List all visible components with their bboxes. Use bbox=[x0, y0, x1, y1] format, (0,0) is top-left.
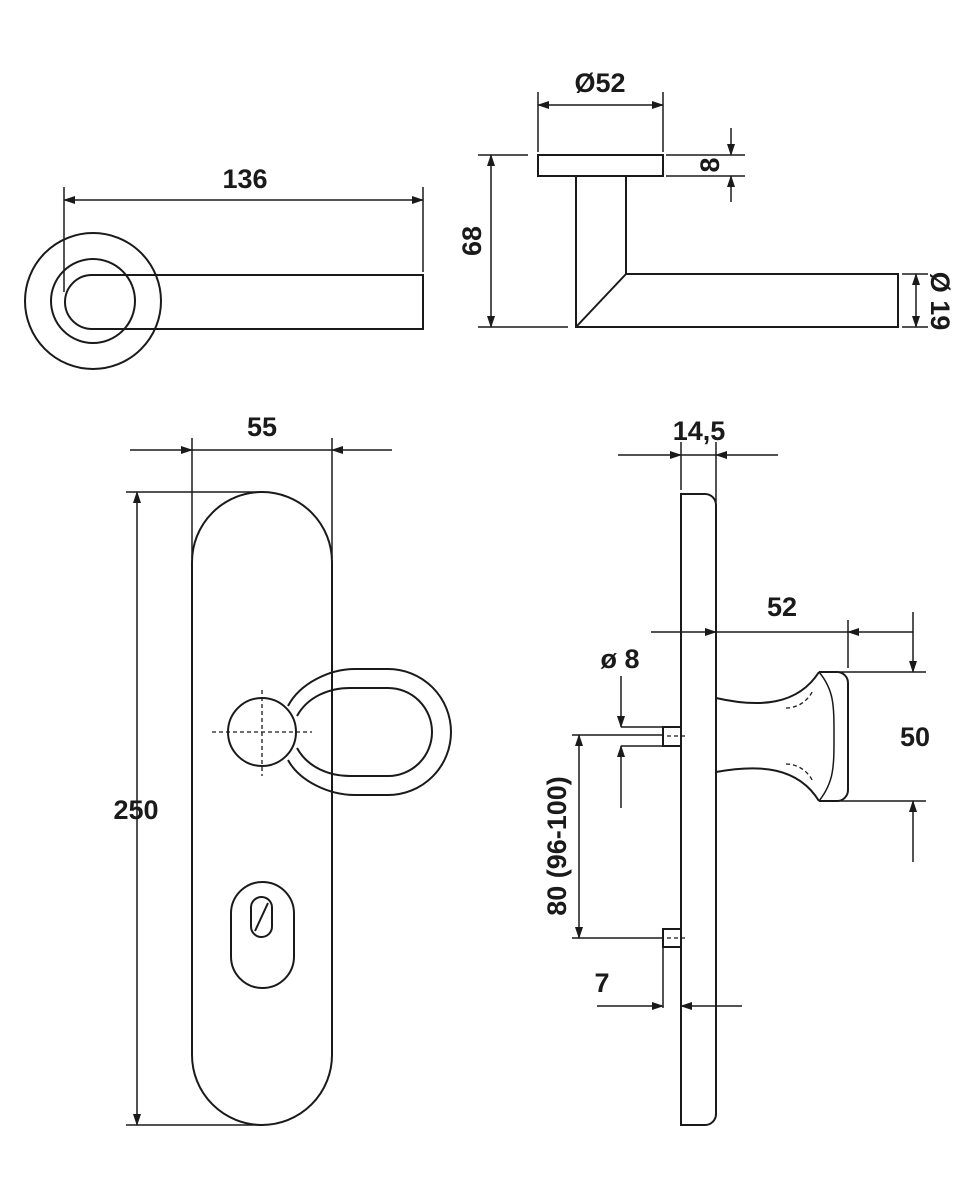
knob-projection-label: 52 bbox=[767, 592, 797, 622]
lever-diameter-label: Ø 19 bbox=[925, 272, 955, 331]
plate-height-label: 250 bbox=[113, 795, 158, 825]
knob-projection-dimension: 52 bbox=[651, 592, 913, 668]
knob-diameter-label: 50 bbox=[900, 722, 930, 752]
pin-diameter-label: ø 8 bbox=[600, 644, 639, 674]
pin-diameter-dimension: ø 8 bbox=[600, 644, 663, 808]
plate-thickness-label: 14,5 bbox=[673, 416, 726, 446]
lever-side-view bbox=[537, 154, 899, 328]
rose-thickness-label: 8 bbox=[695, 157, 725, 172]
plate-side-view bbox=[662, 493, 849, 1126]
rose-diameter-dimension: Ø52 bbox=[537, 68, 664, 152]
lever-height-label: 68 bbox=[457, 226, 487, 256]
rose-diameter-label: Ø52 bbox=[574, 68, 625, 98]
pin-length-label: 7 bbox=[594, 968, 609, 998]
lever-height-dimension: 68 bbox=[457, 154, 568, 328]
pin-length-dimension: 7 bbox=[594, 968, 742, 1020]
lever-top-view bbox=[24, 232, 424, 370]
plate-front-view bbox=[191, 491, 452, 1126]
lever-length-dimension: 136 bbox=[63, 164, 424, 292]
lever-length-label: 136 bbox=[222, 164, 267, 194]
plate-height-dimension: 250 bbox=[113, 491, 262, 1126]
plate-width-dimension: 55 bbox=[130, 412, 392, 558]
rose-thickness-dimension: 8 bbox=[666, 128, 745, 202]
spindle-distance-dimension: 80 (96-100) bbox=[542, 734, 663, 939]
plate-width-label: 55 bbox=[247, 412, 277, 442]
spindle-distance-label: 80 (96-100) bbox=[542, 776, 572, 916]
lever-diameter-dimension: Ø 19 bbox=[902, 272, 955, 331]
plate-thickness-dimension: 14,5 bbox=[618, 416, 778, 502]
knob-diameter-dimension: 50 bbox=[822, 612, 930, 862]
